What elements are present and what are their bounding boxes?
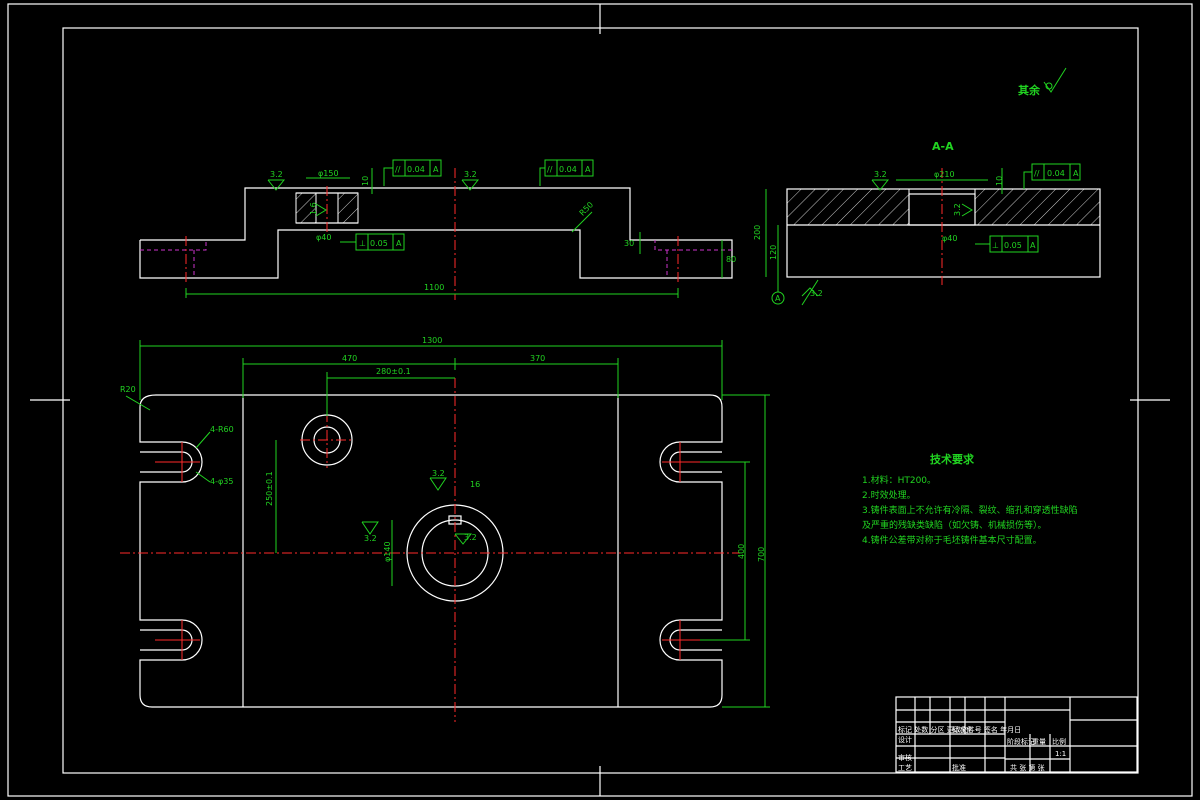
section-gdt-perp: ⊥ 0.05 A bbox=[975, 235, 1039, 253]
tb-row1: 标记 处数 分区 更改文件号 签名 年月日 bbox=[898, 725, 1021, 734]
surface-note-label: 其余 bbox=[1018, 83, 1041, 97]
tb-review: 审核 bbox=[898, 753, 912, 762]
tb-scale-value: 1:1 bbox=[1055, 750, 1066, 758]
front-gdt-parallel: // 0.04 A bbox=[383, 159, 442, 186]
dim-top-overall-h: 700 bbox=[757, 547, 766, 562]
front-hidden-holes bbox=[140, 240, 732, 278]
dim-top-keyway: 16 bbox=[470, 480, 480, 489]
top-dims: 1300 470 370 280±0.1 R20 4-R60 4-φ35 250… bbox=[120, 336, 770, 708]
datum-a-marker: A bbox=[771, 277, 785, 305]
section-title: A-A bbox=[932, 140, 954, 153]
technical-requirements: 技术要求 1.材料：HT200。 2.时效处理。 3.铸件表面上不允许有冷隔、裂… bbox=[862, 452, 1078, 546]
top-rough-3: 3.2 bbox=[464, 533, 477, 542]
front-view: 1100 φ150 10 R50 30 80 φ40 3.2 3.2 1.6 bbox=[139, 159, 736, 300]
section-gdt2-sym: ⊥ bbox=[992, 241, 999, 250]
tb-standard: 标准化 bbox=[952, 725, 973, 734]
dim-top-vert: 250±0.1 bbox=[265, 471, 274, 506]
section-hatch-right bbox=[974, 188, 1101, 226]
tb-stage: 阶段标记 bbox=[1007, 737, 1035, 746]
front-gdt2-datum: A bbox=[585, 165, 591, 174]
front-rough-2: 3.2 bbox=[464, 170, 477, 179]
top-rough-2: 3.2 bbox=[364, 534, 377, 543]
inner-frame bbox=[62, 27, 1139, 774]
dim-front-small-hole: φ40 bbox=[316, 233, 331, 242]
front-hatch-right bbox=[337, 192, 359, 224]
tech-req-item-3: 3.铸件表面上不允许有冷隔、裂纹、缩孔和穿透性缺陷 bbox=[862, 504, 1078, 516]
dim-section-total-h: 200 bbox=[753, 225, 762, 240]
front-gdt3-sym: ⊥ bbox=[359, 239, 366, 248]
dim-top-hole-big: φ140 bbox=[383, 541, 392, 562]
roughness-symbol-icon bbox=[1043, 67, 1067, 93]
section-gdt-parallel: // 0.04 A bbox=[1023, 163, 1081, 189]
top-roughness: 3.2 3.2 3.2 bbox=[361, 469, 477, 545]
tech-req-title: 技术要求 bbox=[930, 452, 975, 466]
tb-craft: 工艺 bbox=[898, 764, 912, 772]
tech-req-item-5: 4.铸件公差带对称于毛坯铸件基本尺寸配置。 bbox=[862, 534, 1042, 546]
dim-top-offset: 280±0.1 bbox=[376, 367, 411, 376]
tb-scale: 比例 bbox=[1052, 737, 1066, 746]
dim-front-height: 80 bbox=[726, 255, 736, 264]
dim-front-hole: φ150 bbox=[318, 169, 339, 178]
section-dims: φ210 10 200 120 φ40 bbox=[753, 168, 1004, 277]
tech-req-item-4: 及严重的残缺类缺陷（如欠铸、机械损伤等）。 bbox=[862, 519, 1047, 531]
section-view: A-A φ210 10 200 120 φ40 3.2 3.2 3.2 bbox=[753, 140, 1101, 306]
front-gdt1-val: 0.04 bbox=[407, 165, 425, 174]
section-roughness: 3.2 3.2 3.2 bbox=[801, 170, 973, 306]
section-rough-3: 3.2 bbox=[810, 289, 823, 298]
dim-top-slot-r: 4-R60 bbox=[210, 425, 234, 434]
dim-top-slot-w: 4-φ35 bbox=[210, 477, 233, 486]
tech-req-item-2: 2.时效处理。 bbox=[862, 489, 916, 501]
section-gdt1-sym: // bbox=[1034, 169, 1040, 178]
front-gdt3-datum: A bbox=[396, 239, 402, 248]
section-gdt2-val: 0.05 bbox=[1004, 241, 1022, 250]
surface-finish-note: 其余 bbox=[1018, 67, 1067, 97]
front-gdt1-sym: // bbox=[395, 165, 401, 174]
tb-sheet: 共 张 第 张 bbox=[1010, 763, 1045, 772]
top-rough-1: 3.2 bbox=[432, 469, 445, 478]
front-gdt2-sym: // bbox=[547, 165, 553, 174]
section-rough-1: 3.2 bbox=[874, 170, 887, 179]
section-rough-2: 3.2 bbox=[953, 203, 962, 216]
section-gdt1-datum: A bbox=[1073, 169, 1079, 178]
tb-approve: 批准 bbox=[952, 763, 966, 772]
front-roughness: 3.2 3.2 1.6 bbox=[267, 170, 480, 217]
dim-section-hole-small: φ40 bbox=[942, 234, 957, 243]
front-view-outline bbox=[139, 187, 733, 279]
dim-front-span: 1100 bbox=[424, 283, 444, 292]
front-gdt1-datum: A bbox=[433, 165, 439, 174]
title-block-text: 标记 处数 分区 更改文件号 签名 年月日 设计 标准化 阶段标记 重量 比例 … bbox=[898, 725, 1066, 772]
dim-front-step: 30 bbox=[624, 239, 634, 248]
dim-top-right: 370 bbox=[530, 354, 545, 363]
top-view: 1300 470 370 280±0.1 R20 4-R60 4-φ35 250… bbox=[120, 336, 770, 722]
dim-top-slot-span: 400 bbox=[737, 544, 746, 559]
dim-top-overall-w: 1300 bbox=[422, 336, 442, 345]
dim-section-lower-h: 120 bbox=[769, 245, 778, 260]
dim-top-left: 470 bbox=[342, 354, 357, 363]
front-gdt3-val: 0.05 bbox=[370, 239, 388, 248]
front-rough-3: 1.6 bbox=[309, 202, 318, 215]
datum-a-label: A bbox=[775, 294, 781, 303]
outer-border bbox=[7, 3, 1193, 797]
dim-front-depth: 10 bbox=[361, 176, 370, 186]
tb-weight: 重量 bbox=[1032, 738, 1046, 746]
section-gdt2-datum: A bbox=[1030, 241, 1036, 250]
section-gdt1-val: 0.04 bbox=[1047, 169, 1065, 178]
dim-top-corner: R20 bbox=[120, 385, 136, 394]
front-gdt2-val: 0.04 bbox=[559, 165, 577, 174]
tb-design: 设计 bbox=[898, 735, 912, 744]
dim-front-radius: R50 bbox=[578, 200, 596, 218]
section-outline bbox=[786, 188, 1101, 278]
front-gdt-parallel-2: // 0.04 A bbox=[539, 159, 594, 186]
centering-marks bbox=[30, 4, 1170, 796]
section-hatch-left bbox=[786, 188, 910, 226]
top-view-outline bbox=[139, 394, 723, 708]
dim-section-depth: 10 bbox=[995, 176, 1004, 186]
front-gdt-perp: ⊥ 0.05 A bbox=[340, 233, 405, 251]
title-block bbox=[895, 696, 1138, 773]
tech-req-item-1: 1.材料：HT200。 bbox=[862, 474, 936, 486]
front-rough-1: 3.2 bbox=[270, 170, 283, 179]
dim-section-hole: φ210 bbox=[934, 170, 955, 179]
